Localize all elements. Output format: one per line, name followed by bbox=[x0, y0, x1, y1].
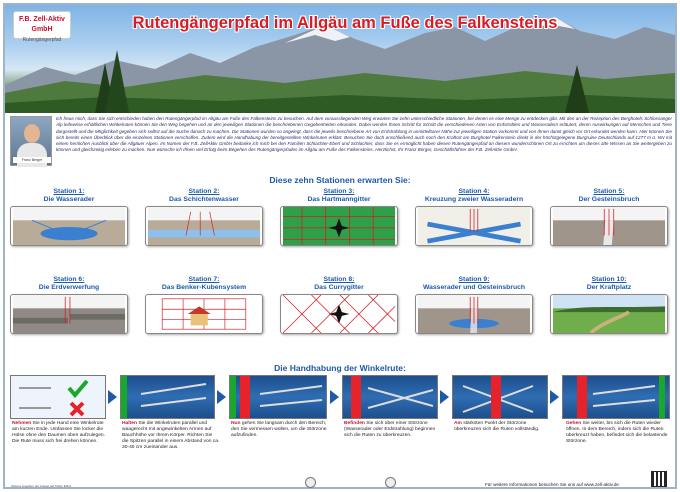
station-name: Wasserader und Gesteinsbruch bbox=[422, 284, 526, 291]
station-4: Station 4: Kreuzung zweier Wasseradern bbox=[415, 188, 533, 246]
dowsing-rod-handling-strip bbox=[10, 375, 670, 419]
station-number: Station 4: bbox=[458, 188, 490, 195]
correct-check-icon bbox=[67, 379, 89, 399]
intro-section: Franz Berger Ich freue mich, dass Sie si… bbox=[10, 116, 672, 168]
handling-step-3: Nun gehen Sie langsam durch den Bereich,… bbox=[231, 421, 327, 438]
handling-image-1 bbox=[10, 375, 106, 419]
handling-image-3 bbox=[229, 375, 327, 419]
station-name: Die Wasserader bbox=[43, 196, 95, 203]
photo-caption: Franz Berger bbox=[13, 157, 51, 163]
handling-heading: Die Handhabung der Winkelrute: bbox=[274, 363, 406, 373]
handling-image-6 bbox=[562, 375, 670, 419]
station-name: Kreuzung zweier Wasseradern bbox=[424, 196, 524, 203]
rock-fault-illustration bbox=[550, 206, 668, 246]
handling-step-4: Befinden Sie sich über einer Störzone (W… bbox=[344, 421, 436, 438]
logo-subtext: Rutengängerpfad bbox=[22, 37, 62, 43]
station-number: Station 8: bbox=[323, 276, 355, 283]
station-number: Station 5: bbox=[593, 188, 625, 195]
handling-image-2 bbox=[120, 375, 215, 419]
station-number: Station 3: bbox=[323, 188, 355, 195]
coat-of-arms-icon bbox=[385, 477, 396, 488]
author-photo: Franz Berger bbox=[10, 116, 52, 167]
header-panorama: F.B. Zell-Aktiv GmbH Rutengängerpfad Rut… bbox=[5, 5, 675, 113]
station-9: Station 9: Wasserader und Gesteinsbruch bbox=[415, 276, 533, 334]
station-10: Station 10: Der Kraftplatz bbox=[550, 276, 668, 334]
handling-image-5 bbox=[452, 375, 548, 419]
station-name: Die Erdverwerfung bbox=[38, 284, 100, 291]
station-number: Station 10: bbox=[591, 276, 627, 283]
benker-cube-system-illustration bbox=[145, 294, 263, 334]
crossing-water-veins-illustration bbox=[415, 206, 533, 246]
logo-text: F.B. Zell-Aktiv GmbH bbox=[19, 16, 65, 33]
stations-heading: Diese zehn Stationen erwarten Sie: bbox=[269, 175, 411, 185]
handling-image-4 bbox=[342, 375, 438, 419]
page-title: Rutengängerpfad im Allgäu am Fuße des Fa… bbox=[132, 14, 558, 32]
partner-seal-icon bbox=[305, 477, 316, 488]
arrow-right-icon bbox=[330, 390, 339, 404]
station-name: Das Currygitter bbox=[314, 284, 364, 291]
grip-illustration bbox=[19, 379, 89, 417]
station-1: Station 1: Die Wasserader bbox=[10, 188, 128, 246]
station-6: Station 6: Die Erdverwerfung bbox=[10, 276, 128, 334]
station-number: Station 9: bbox=[458, 276, 490, 283]
footer: Weitere Angaben der Anlage auf Tafeln Eb… bbox=[5, 471, 675, 491]
mountain-panorama-image bbox=[5, 17, 675, 113]
arrow-right-icon bbox=[440, 390, 449, 404]
station-5: Station 5: Der Gesteinsbruch bbox=[550, 188, 668, 246]
station-number: Station 2: bbox=[188, 188, 220, 195]
water-vein-illustration bbox=[10, 206, 128, 246]
station-number: Station 6: bbox=[53, 276, 85, 283]
arrow-right-icon bbox=[550, 390, 559, 404]
station-8: Station 8: Das Currygitter bbox=[280, 276, 398, 334]
footer-left-note: Weitere Angaben der Anlage auf Tafeln Eb… bbox=[11, 484, 72, 488]
power-place-photo bbox=[550, 294, 668, 334]
arrow-right-icon bbox=[217, 390, 226, 404]
poster: F.B. Zell-Aktiv GmbH Rutengängerpfad Rut… bbox=[3, 3, 677, 489]
station-name: Der Kraftplatz bbox=[586, 284, 632, 291]
wrong-cross-icon bbox=[69, 401, 85, 417]
station-name: Das Schichtenwasser bbox=[169, 196, 239, 203]
handling-step-1: Nehmen Sie in jede Hand eine Winkelrute … bbox=[12, 421, 105, 444]
company-logo: F.B. Zell-Aktiv GmbH Rutengängerpfad bbox=[13, 11, 71, 43]
arrow-right-icon bbox=[108, 390, 117, 404]
handling-step-5: Am stärksten Punkt der Störzone überkreu… bbox=[454, 421, 540, 432]
handling-step-6: Gehen Sie weiter, bis sich die Ruten wie… bbox=[566, 421, 668, 444]
earth-fault-illustration bbox=[10, 294, 128, 334]
station-number: Station 1: bbox=[53, 188, 85, 195]
station-name: Der Gesteinsbruch bbox=[578, 196, 640, 203]
handling-step-2: Halten Sie die Winkelruten parallel und … bbox=[122, 421, 220, 450]
footer-website-note: Für weitere Informationen besuchen Sie u… bbox=[485, 482, 619, 487]
hartmann-grid-illustration bbox=[280, 206, 398, 246]
water-vein-rock-fault-illustration bbox=[415, 294, 533, 334]
intro-text: Ich freue mich, dass Sie sich entschiede… bbox=[56, 116, 673, 153]
layer-water-illustration bbox=[145, 206, 263, 246]
station-2: Station 2: Das Schichtenwasser bbox=[145, 188, 263, 246]
station-name: Das Benker-Kubensystem bbox=[161, 284, 247, 291]
station-3: Station 3: Das Hartmanngitter bbox=[280, 188, 398, 246]
station-7: Station 7: Das Benker-Kubensystem bbox=[145, 276, 263, 334]
station-number: Station 7: bbox=[188, 276, 220, 283]
station-name: Das Hartmanngitter bbox=[307, 196, 371, 203]
curry-grid-illustration bbox=[280, 294, 398, 334]
qr-code-icon bbox=[651, 471, 667, 487]
